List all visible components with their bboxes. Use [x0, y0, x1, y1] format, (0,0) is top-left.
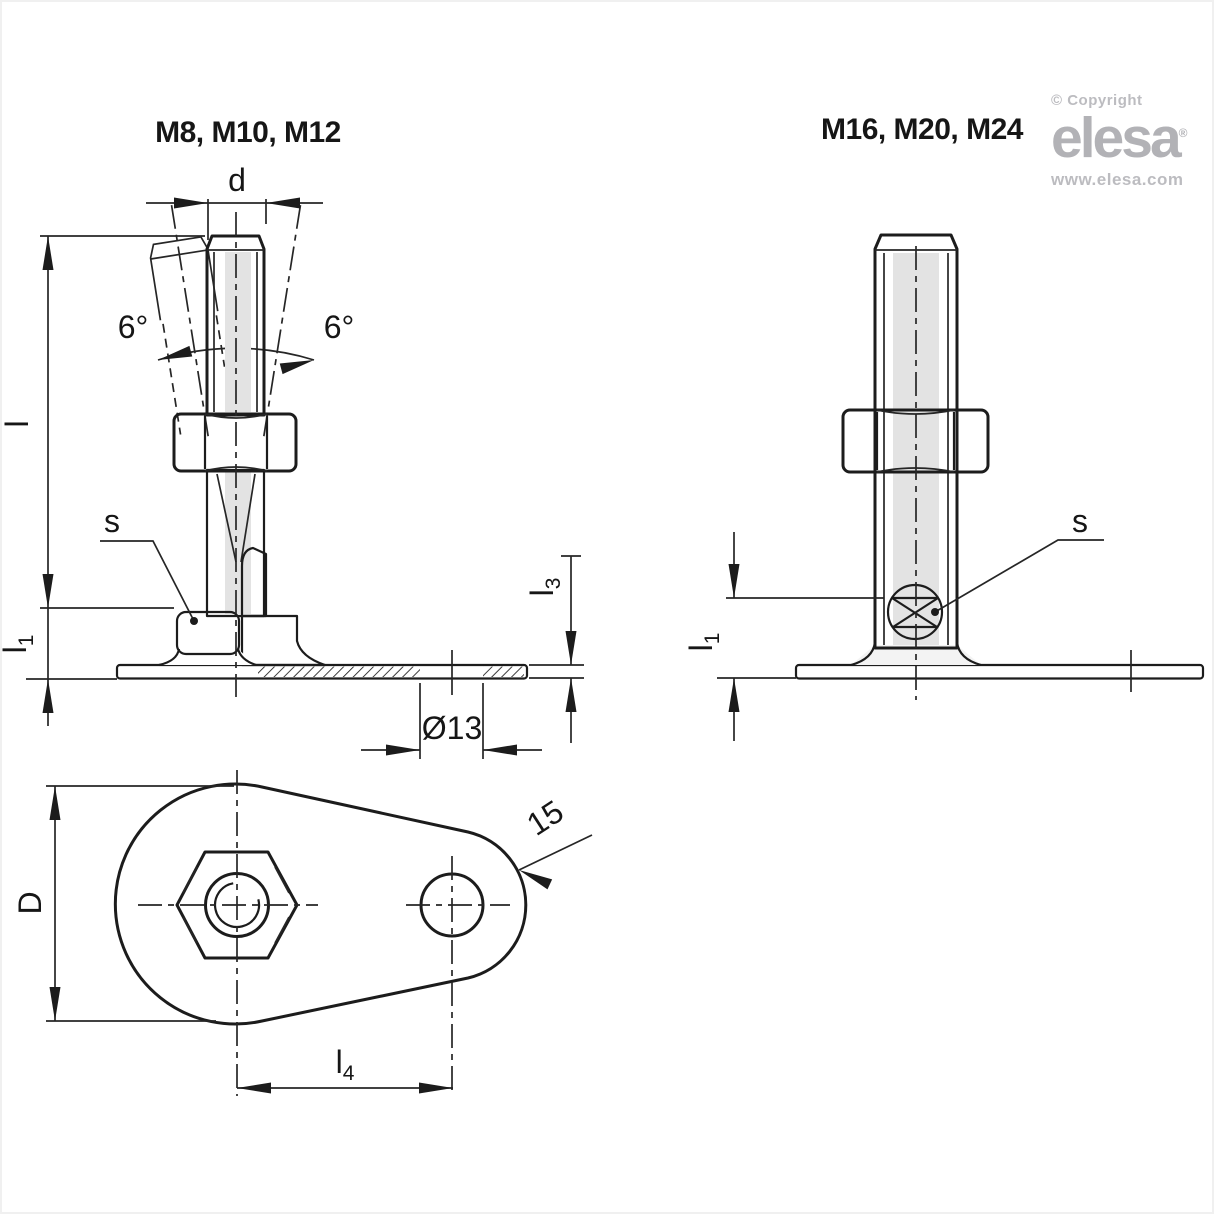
stud-flare-curve-left	[850, 641, 877, 667]
bottom-view: D l4 15	[12, 770, 593, 1096]
tilt-centerline-left-line	[170, 204, 210, 443]
base-plate-hatch-right	[483, 666, 524, 677]
dim-hole-arrow-right	[483, 744, 517, 756]
stud-upper-core-shade	[225, 252, 251, 412]
hex-nut	[172, 412, 298, 473]
dim-label-l1-right-main: l	[683, 644, 719, 651]
website-text: www.elesa.com	[1051, 170, 1184, 190]
tilt-centerline-right-line	[262, 204, 302, 443]
dim-s-leader-dot	[190, 617, 198, 625]
view-title-large-sizes: M16, M20, M24	[821, 113, 1024, 146]
hex-corner-chamfer-br	[274, 916, 290, 944]
stud-flare-curve-right	[955, 641, 982, 667]
tilt-centerline-right	[262, 204, 302, 443]
foot-sleeve-section	[240, 546, 268, 618]
dim-s-leader-right	[934, 539, 1104, 613]
dim-label-l1-right: l1	[683, 633, 724, 652]
phantom-stud-chamfer-line	[150, 249, 209, 260]
foot-flange-section	[240, 614, 327, 667]
hex-corner-chamfer-tl	[182, 866, 198, 894]
dim-l1-right-arrow-top	[728, 564, 740, 598]
dim-label-hole-dia: Ø13	[422, 710, 482, 746]
hex-corner-chamfer-bl	[182, 916, 198, 944]
foot-flare-curve-left	[158, 648, 181, 667]
foot-body	[175, 610, 241, 656]
phantom-stud-edge-dashed-right	[215, 315, 226, 367]
teardrop-plate-outline	[113, 782, 528, 1026]
stud-hidden-cone-line-left	[216, 473, 237, 563]
dim-d-arrow-left	[174, 197, 208, 209]
hex-nut-top-arc	[204, 413, 268, 419]
dim-label-l1-sub: 1	[15, 635, 38, 647]
stud-hidden-cone-line-right	[240, 473, 256, 563]
stud-lower-core-shade	[225, 472, 251, 614]
dim-l3-arrow-top	[565, 631, 577, 665]
front-view-small-sizes: M8, M10, M12 6° 6°	[0, 116, 584, 759]
dim-label-s: s	[104, 503, 120, 539]
swing-arc-arrow-right	[279, 360, 314, 375]
stud-body-right	[873, 233, 959, 650]
swing-arc-arrow-left	[158, 345, 193, 360]
hex-nut-right-top-arc	[876, 409, 955, 415]
dim-l1-arrow-bottom	[42, 679, 54, 713]
elesa-logo-text: elesa	[1051, 106, 1182, 170]
dim-label-l1: l1	[0, 635, 38, 654]
angle-label-right: 6°	[324, 309, 355, 345]
base-plate-hatch-left	[258, 666, 420, 677]
dim-label-s-right: s	[1072, 503, 1088, 539]
copyright-text: © Copyright	[1051, 92, 1143, 109]
dim-s-leader-dot-right	[931, 608, 939, 616]
phantom-stud-outline	[149, 235, 219, 321]
wrench-flats-circle	[886, 583, 944, 641]
dim-hole-arrow-left	[386, 744, 420, 756]
front-view-large-sizes: M16, M20, M24 s	[683, 113, 1205, 741]
dim-label-r15: 15	[520, 793, 569, 843]
dim-r15-arrow	[519, 870, 553, 890]
dim-label-l1-main: l	[0, 646, 33, 653]
hex-corner-chamfer-tr	[274, 866, 290, 894]
dim-label-l3-sub: 3	[542, 578, 565, 590]
view-title-small-sizes: M8, M10, M12	[155, 116, 341, 149]
dim-l-arrow-bottom	[42, 574, 54, 608]
dim-label-l1-right-sub: 1	[701, 633, 724, 645]
dim-label-D: D	[12, 891, 48, 914]
branding-block: © Copyright elesa® www.elesa.com	[1051, 92, 1214, 190]
thread-arc	[213, 882, 261, 929]
dim-d-arrow-right	[266, 197, 300, 209]
phantom-stud-edge-dashed-left	[162, 323, 182, 435]
dim-label-l4: l4	[336, 1044, 355, 1085]
dim-l1-right-arrow-bottom	[728, 678, 740, 712]
dim-s-leader	[100, 540, 195, 622]
base-plate-right	[794, 663, 1205, 680]
registered-mark: ®	[1178, 126, 1188, 140]
dim-label-l4-sub: 4	[343, 1062, 355, 1085]
dim-label-l3: l3	[524, 578, 565, 597]
dim-l3-arrow-bottom	[565, 678, 577, 712]
dim-label-l: l	[0, 420, 35, 427]
dim-l-arrow-top	[42, 236, 54, 270]
dim-label-l3-main: l	[524, 589, 560, 596]
tilt-centerline-left	[170, 204, 210, 443]
dim-l4-arrow-right	[419, 1082, 453, 1094]
dim-l4-arrow-left	[237, 1082, 271, 1094]
dim-label-d: d	[228, 162, 246, 198]
dim-D-arrow-top	[49, 786, 61, 820]
foot-flare-curve-right	[236, 648, 257, 667]
dim-r15-leader	[518, 834, 593, 871]
elesa-logo: elesa®	[1051, 109, 1214, 167]
dim-label-l4-main: l	[336, 1044, 343, 1080]
dim-D-arrow-bottom	[49, 987, 61, 1021]
angle-label-left: 6°	[118, 309, 149, 345]
